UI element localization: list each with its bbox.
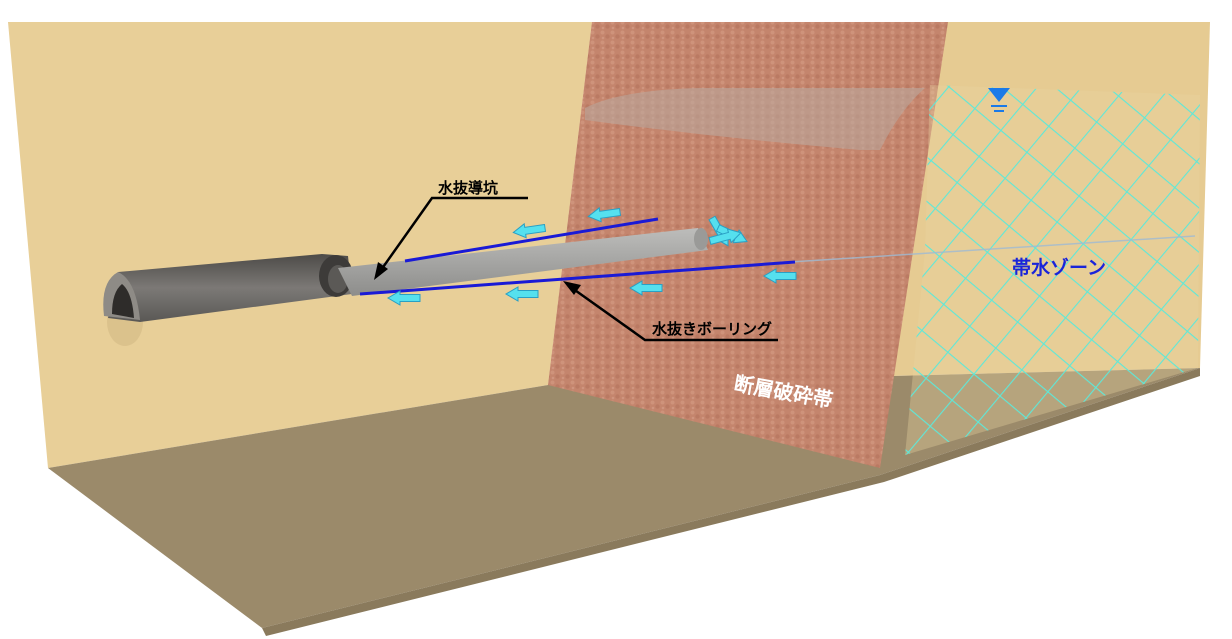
boring-pipe — [338, 228, 708, 296]
boring-line-lower — [359, 260, 796, 296]
adit-body — [108, 254, 352, 322]
leader-adit — [374, 196, 528, 280]
drainage-boring — [338, 217, 796, 296]
flow-arrow — [629, 280, 663, 296]
water-table-icon — [988, 88, 1010, 112]
label-drainage-adit: 水抜導坑 — [438, 179, 498, 197]
drainage-adit — [103, 254, 353, 346]
water-flow-arrows — [387, 206, 797, 306]
flow-arrow — [708, 228, 742, 245]
adit-portal-opening — [112, 284, 134, 318]
flow-arrow — [763, 268, 797, 284]
fault-zone — [548, 22, 948, 468]
fault-water-level — [585, 88, 925, 150]
leader-boring — [563, 281, 778, 342]
label-aquifer-zone: 帯水ゾーン — [1012, 256, 1106, 279]
label-drainage-boring: 水抜きボーリング — [652, 320, 772, 338]
boring-line-upper — [404, 217, 659, 263]
ground-left-face — [8, 22, 592, 468]
flow-arrow — [387, 290, 421, 306]
aquifer-zone — [789, 85, 1200, 455]
boring-pipe-end — [694, 228, 708, 250]
ground-floor-edge — [262, 368, 1200, 636]
aquifer-mid-line — [789, 235, 1196, 263]
flow-arrow — [512, 222, 547, 239]
flow-arrow — [505, 286, 539, 302]
flow-arrow — [587, 206, 622, 223]
